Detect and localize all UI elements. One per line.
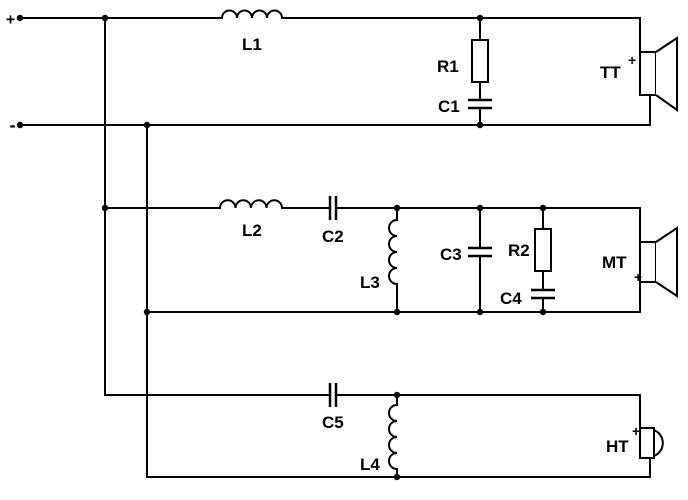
junction-dot xyxy=(393,308,401,316)
junction-dot xyxy=(16,121,24,129)
junction-dot xyxy=(476,204,484,212)
label-l3: L3 xyxy=(360,273,380,292)
mt-polarity-mark: + xyxy=(634,269,642,285)
capacitor-c4 xyxy=(531,288,555,300)
label-c1: C1 xyxy=(438,97,460,116)
inductor-l2 xyxy=(219,199,283,209)
ht-polarity-mark: + xyxy=(632,423,640,439)
resistor-r2 xyxy=(534,228,552,272)
mid-top-wire xyxy=(104,207,641,243)
negative-terminal-label: - xyxy=(8,117,17,135)
speaker-ht-icon xyxy=(639,427,664,459)
junction-dot xyxy=(101,204,109,212)
label-l1: L1 xyxy=(242,35,262,54)
tt-polarity-mark: + xyxy=(628,52,636,68)
junction-dot xyxy=(393,473,401,481)
label-r2: R2 xyxy=(508,241,530,260)
positive-feed-wire xyxy=(104,17,331,396)
mid-bottom-wire xyxy=(146,281,641,313)
junction-dot xyxy=(16,14,24,22)
top-rail-wire xyxy=(19,17,641,53)
inductor-l3 xyxy=(388,219,398,285)
label-c2: C2 xyxy=(322,227,344,246)
junction-dot xyxy=(539,204,547,212)
label-l4: L4 xyxy=(360,455,380,474)
capacitor-c5 xyxy=(328,383,338,407)
junction-dots xyxy=(16,14,547,481)
inductor-l1 xyxy=(221,9,283,19)
wiring xyxy=(19,17,651,478)
label-r1: R1 xyxy=(437,57,459,76)
junction-dot xyxy=(476,121,484,129)
negative-rail-wire xyxy=(19,94,651,126)
capacitor-c2 xyxy=(328,196,338,220)
junction-dot xyxy=(393,204,401,212)
positive-terminal-label: + xyxy=(6,10,15,28)
capacitor-c1 xyxy=(468,98,492,110)
label-c3: C3 xyxy=(440,245,462,264)
label-tt: TT xyxy=(600,63,621,82)
label-c4: C4 xyxy=(500,289,522,308)
label-mt: MT xyxy=(602,253,627,272)
junction-dot xyxy=(476,14,484,22)
resistor-r1 xyxy=(471,39,489,83)
label-l2: L2 xyxy=(242,221,262,240)
junction-dot xyxy=(143,308,151,316)
capacitor-c3 xyxy=(468,246,492,258)
junction-dot xyxy=(476,308,484,316)
junction-dot xyxy=(393,391,401,399)
junction-dot xyxy=(539,308,547,316)
inductor-l4 xyxy=(388,404,398,470)
label-ht: HT xyxy=(606,437,629,456)
speaker-tt-icon xyxy=(639,36,678,112)
junction-dot xyxy=(101,14,109,22)
negative-feed-wire xyxy=(146,124,651,478)
label-c5: C5 xyxy=(322,413,344,432)
junction-dot xyxy=(143,121,151,129)
ht-top-wire xyxy=(335,394,641,429)
speaker-mt-icon xyxy=(639,226,678,298)
